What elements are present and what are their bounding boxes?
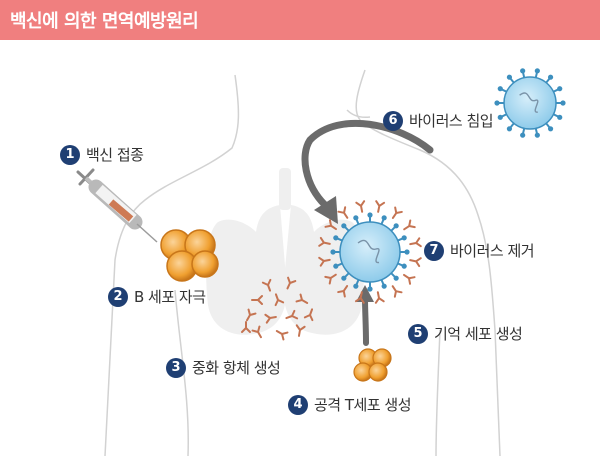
step-number-badge: 3 [166, 357, 186, 378]
antibody-mark [400, 270, 416, 285]
step-number-badge: 4 [288, 394, 308, 415]
step-number-badge: 7 [424, 240, 444, 261]
page-title: 백신에 의한 면역예방원리 [10, 11, 199, 32]
virus-removed-icon [318, 200, 422, 304]
entry-arrow-icon [301, 119, 434, 224]
step-label: 공격 T세포 생성 [314, 396, 412, 414]
step-5-memory-cell: 5 기억 세포 생성 [408, 323, 523, 344]
step-7-virus-removal: 7 바이러스 제거 [424, 240, 535, 261]
step-number-badge: 5 [408, 323, 428, 344]
step-6-virus-invasion: 6 바이러스 침입 [383, 110, 494, 131]
step-label: 백신 접종 [86, 146, 144, 164]
step-label: 바이러스 제거 [450, 242, 535, 260]
t-cell-icon [353, 348, 392, 382]
antibody-mark [400, 219, 416, 234]
antibody-mark [388, 206, 403, 222]
step-3-antibody: 3 중화 항체 생성 [166, 357, 281, 378]
step-number-badge: 6 [383, 110, 403, 131]
antibody-mark [408, 255, 422, 268]
step-label: B 세포 자극 [134, 288, 206, 306]
antibody-mark [355, 200, 368, 214]
step-4-t-cell: 4 공격 T세포 생성 [288, 394, 412, 415]
torso-outline [104, 69, 501, 456]
step-label: 중화 항체 생성 [192, 359, 281, 377]
antibody-mark [388, 282, 403, 298]
antibody-mark [373, 200, 386, 214]
syringe-icon [76, 168, 158, 243]
antibody-mark [408, 237, 422, 250]
antibody-mark [337, 206, 352, 222]
step-number-badge: 2 [108, 286, 128, 307]
virus-icon [494, 68, 566, 138]
antibody-mark [372, 290, 385, 304]
step-1-vaccination: 1 백신 접종 [60, 144, 144, 165]
step-label: 기억 세포 생성 [434, 325, 523, 343]
step-number-badge: 1 [60, 144, 80, 165]
step-2-b-cell: 2 B 세포 자극 [108, 286, 206, 307]
title-bar: 백신에 의한 면역예방원리 [0, 0, 600, 40]
b-cell-icon [160, 229, 219, 282]
step-label: 바이러스 침입 [409, 112, 494, 130]
